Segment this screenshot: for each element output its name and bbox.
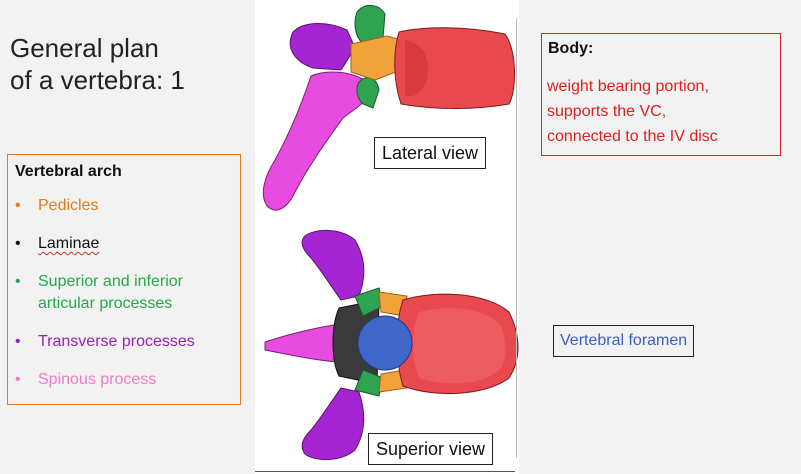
item-label: Pedicles xyxy=(38,197,99,214)
bullet-icon: • xyxy=(15,371,21,388)
lateral-body-shading xyxy=(405,40,429,97)
vertebral-arch-heading: Vertebral arch xyxy=(15,163,122,180)
panel-edge xyxy=(516,18,517,458)
superior-vertebra-drawing xyxy=(264,230,519,460)
list-item-transverse-processes: • Transverse processes xyxy=(8,331,238,353)
bullet-icon: • xyxy=(15,333,21,350)
vertebral-arch-list: • Pedicles • Laminae • Superior and infe… xyxy=(8,195,238,407)
superior-spinous-process xyxy=(264,323,344,363)
list-item-spinous-process: • Spinous process xyxy=(8,369,238,391)
body-callout: Body: weight bearing portion, supports t… xyxy=(541,33,781,156)
vertebra-illustration xyxy=(262,5,519,460)
superior-transverse-process-bottom xyxy=(301,387,365,460)
bullet-icon: • xyxy=(15,273,21,290)
vertebral-arch-box: Vertebral arch • Pedicles • Laminae • Su… xyxy=(7,154,241,405)
item-label: Superior and inferior articular processe… xyxy=(38,273,183,312)
bullet-icon: • xyxy=(15,235,21,252)
body-callout-heading: Body: xyxy=(548,40,594,57)
vertebra-illustration-panel: Lateral view Superior view xyxy=(255,0,519,474)
superior-transverse-process-top xyxy=(301,230,365,301)
item-label: Spinous process xyxy=(38,371,157,388)
lateral-inferior-articular-process xyxy=(356,77,380,109)
panel-bottom-line xyxy=(255,471,515,472)
list-item-articular-processes: • Superior and inferior articular proces… xyxy=(8,271,238,315)
lateral-spinous-process xyxy=(262,71,370,211)
superior-body-inner xyxy=(413,308,506,384)
list-item-laminae: • Laminae xyxy=(8,233,238,255)
lateral-transverse-process xyxy=(289,23,356,71)
list-item-pedicles: • Pedicles xyxy=(8,195,238,217)
item-label: Laminae xyxy=(38,235,100,252)
slide-title: General plan of a vertebra: 1 xyxy=(10,33,185,95)
bullet-icon: • xyxy=(15,197,21,214)
item-label: Transverse processes xyxy=(38,333,195,350)
lateral-pedicle xyxy=(350,35,402,81)
superior-vertebral-foramen xyxy=(357,315,413,371)
superior-view-label: Superior view xyxy=(368,433,494,465)
body-callout-description: weight bearing portion, supports the VC,… xyxy=(547,78,718,145)
vertebral-foramen-callout: Vertebral foramen xyxy=(553,325,695,357)
lateral-body xyxy=(394,27,516,109)
lateral-vertebra-drawing xyxy=(262,5,516,211)
lateral-view-label: Lateral view xyxy=(374,137,487,169)
